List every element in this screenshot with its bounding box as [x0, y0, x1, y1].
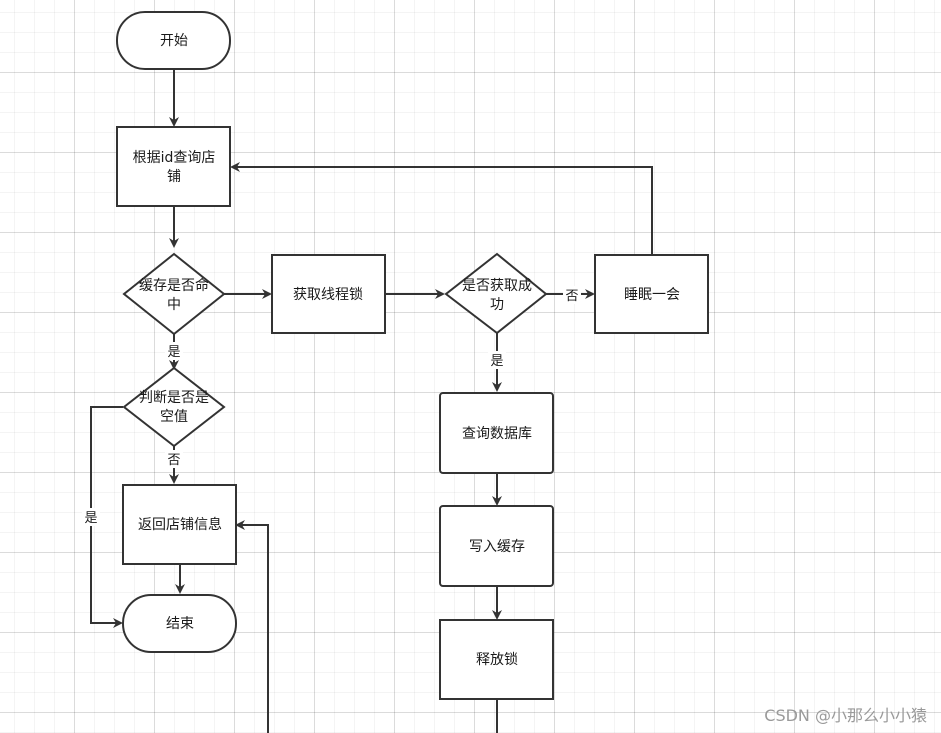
- node-start-label: 开始: [160, 33, 188, 49]
- node-release-lock[interactable]: 释放锁: [439, 619, 554, 700]
- node-lock-success[interactable]: 是否获取成 功: [444, 252, 548, 335]
- node-lock-success-label-1: 是否获取成: [462, 278, 532, 294]
- edge-label-empty-yes: 是: [84, 511, 97, 526]
- node-sleep-label: 睡眠一会: [624, 287, 680, 303]
- node-cache-hit[interactable]: 缓存是否命 中: [122, 252, 226, 336]
- node-start[interactable]: 开始: [116, 11, 231, 70]
- edge-sleep-to-query: [230, 162, 653, 254]
- node-get-lock[interactable]: 获取线程锁: [271, 254, 386, 334]
- edge-label-hit-yes: 是: [167, 345, 180, 360]
- node-return-shop[interactable]: 返回店铺信息: [122, 484, 237, 565]
- node-is-empty-label-2: 空值: [160, 409, 188, 425]
- node-write-cache[interactable]: 写入缓存: [439, 505, 554, 587]
- node-is-empty-label-1: 判断是否是: [139, 390, 209, 406]
- node-query-shop-label-1: 根据id查询店: [133, 150, 216, 166]
- node-query-shop[interactable]: 根据id查询店 铺: [116, 126, 231, 207]
- watermark: CSDN @小那么小小猿: [764, 706, 927, 725]
- node-write-cache-label: 写入缓存: [469, 539, 525, 555]
- node-query-db-label: 查询数据库: [462, 426, 532, 442]
- node-return-shop-label: 返回店铺信息: [138, 516, 222, 533]
- node-end[interactable]: 结束: [122, 594, 237, 653]
- node-lock-success-label-2: 功: [490, 297, 504, 313]
- edge-label-lock-no: 否: [565, 289, 578, 304]
- node-get-lock-label: 获取线程锁: [293, 287, 363, 303]
- node-sleep[interactable]: 睡眠一会: [594, 254, 709, 334]
- edge-label-lock-yes: 是: [490, 354, 503, 369]
- node-query-shop-label-2: 铺: [167, 169, 181, 185]
- node-cache-hit-label-2: 中: [167, 297, 181, 313]
- edge-label-empty-no: 否: [167, 453, 180, 468]
- node-end-label: 结束: [166, 616, 194, 632]
- node-cache-hit-label-1: 缓存是否命: [139, 277, 209, 294]
- node-is-empty[interactable]: 判断是否是 空值: [122, 366, 226, 448]
- edge-labels: 是 否 是 否 是: [82, 286, 581, 526]
- node-query-db[interactable]: 查询数据库: [439, 392, 554, 474]
- edge-release-to-return: [235, 520, 269, 733]
- node-release-lock-label: 释放锁: [476, 652, 518, 668]
